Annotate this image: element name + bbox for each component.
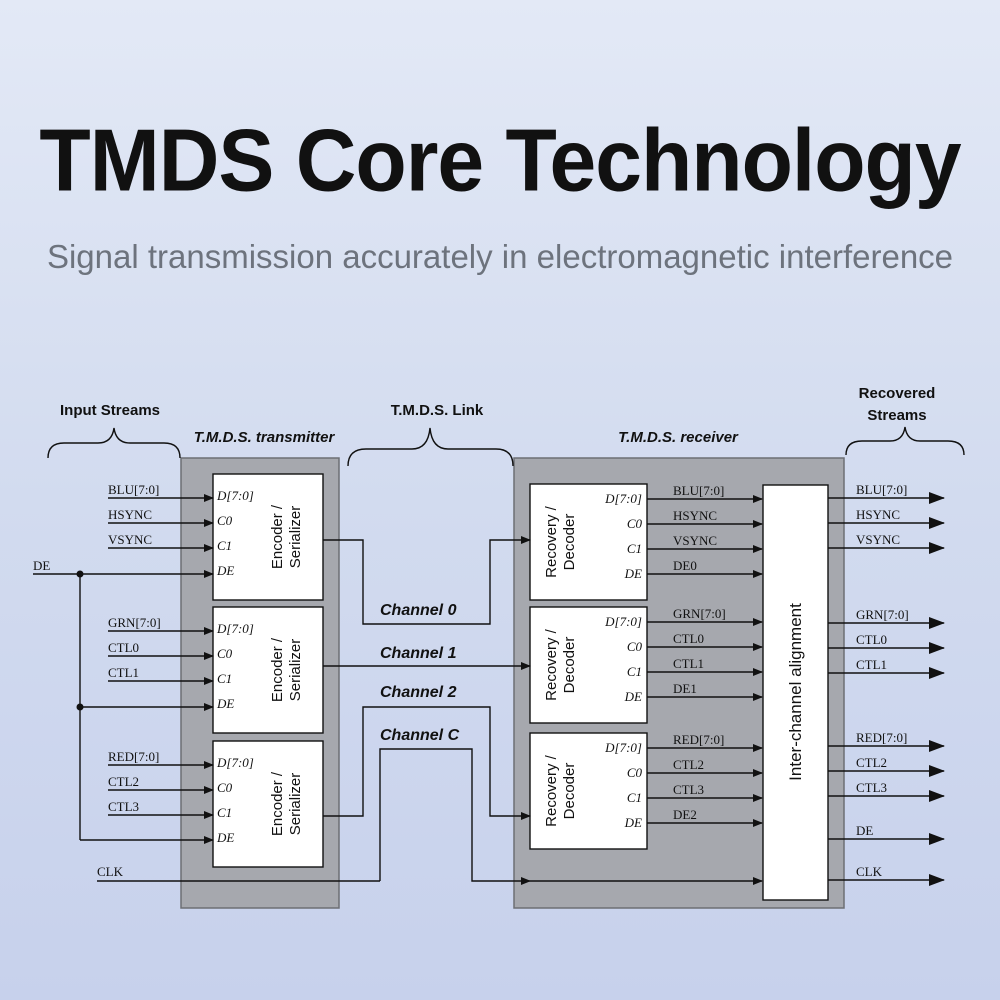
decoder-output-label: GRN[7:0] [673,606,726,621]
encoder-port-label: C1 [217,671,232,686]
channel-0-line [323,536,531,625]
recovered-stream-label: HSYNC [856,507,900,522]
de-input-label: DE [33,558,50,573]
decoder-port-label: C1 [627,664,642,679]
recovered-stream-label: DE [856,823,873,838]
page-title: TMDS Core Technology [39,110,961,210]
decoder-output-label: CTL3 [673,782,704,797]
encoder-port-label: C0 [217,646,233,661]
decoder-port-label: DE [624,689,642,704]
decoder-port-label: C0 [627,765,643,780]
decoder-block-0 [529,483,648,601]
input-stream-label: VSYNC [108,532,152,547]
encoder-label-line2: Serializer [287,639,304,702]
decoder-output-label: CTL2 [673,757,704,772]
input-stream-label: GRN[7:0] [108,615,161,630]
encoder-port-label: C0 [217,513,233,528]
decoder-port-label: D[7:0] [604,491,642,506]
input-stream-label: CTL1 [108,665,139,680]
channel-0-label: Channel 0 [380,602,457,619]
input-streams-label: Input Streams [60,402,160,419]
decoder-label-line2: Decoder [561,514,578,571]
encoder-port-label: C0 [217,780,233,795]
recovered-stream-label: CTL1 [856,657,887,672]
decoder-output-label: DE0 [673,558,697,573]
encoder-port-label: D[7:0] [216,755,254,770]
decoder-port-label: D[7:0] [604,614,642,629]
recovered-stream-label: CTL3 [856,780,887,795]
input-stream-label: CTL2 [108,774,139,789]
recovered-streams-brace [845,426,965,456]
input-streams-brace [47,427,181,459]
decoder-output-label: CTL0 [673,631,704,646]
decoder-port-label: DE [624,566,642,581]
input-stream-label: RED[7:0] [108,749,159,764]
decoder-output-label: DE2 [673,807,697,822]
encoder-block-0 [212,473,324,601]
decoder-output-label: HSYNC [673,508,717,523]
encoder-block-2 [212,740,324,868]
recovered-streams-label-line1: Recovered [859,385,936,402]
decoder-port-label: DE [624,815,642,830]
decoder-label-line1: Recovery / [543,505,560,578]
decoder-output-label: CTL1 [673,656,704,671]
clk-input-label: CLK [97,864,124,879]
encoder-label-line2: Serializer [287,773,304,836]
input-stream-label: BLU[7:0] [108,482,159,497]
encoder-label-line1: Encoder / [269,771,286,836]
encoder-block-1 [212,606,324,734]
encoder-port-label: DE [216,830,234,845]
clk-link-line [379,748,531,885]
recovered-stream-label: BLU[7:0] [856,482,907,497]
decoder-port-label: C1 [627,541,642,556]
input-stream-label: CTL0 [108,640,139,655]
tmds-link-brace [347,427,514,467]
de-junction-1 [76,570,84,578]
decoder-port-label: C1 [627,790,642,805]
inter-channel-alignment-block [762,484,829,901]
decoder-label-line1: Recovery / [543,754,560,827]
decoder-block-2 [529,732,648,850]
alignment-label: Inter-channel alignment [786,603,805,781]
input-stream-label: HSYNC [108,507,152,522]
recovered-streams-label-line2: Streams [867,407,926,424]
receiver-label: T.M.D.S. receiver [618,429,739,446]
decoder-block-1 [529,606,648,724]
recovered-stream-label: CTL0 [856,632,887,647]
encoder-port-label: C1 [217,538,232,553]
encoder-port-label: DE [216,696,234,711]
encoder-port-label: C1 [217,805,232,820]
channel-1-label: Channel 1 [380,645,457,662]
decoder-label-line2: Decoder [561,637,578,694]
channel-2-label: Channel 2 [380,684,457,701]
decoder-port-label: D[7:0] [604,740,642,755]
encoder-label-line1: Encoder / [269,637,286,702]
decoder-output-label: BLU[7:0] [673,483,724,498]
transmitter-label: T.M.D.S. transmitter [194,429,336,446]
encoder-label-line2: Serializer [287,506,304,569]
recovered-stream-label: GRN[7:0] [856,607,909,622]
decoder-label-line1: Recovery / [543,628,560,701]
decoder-label-line2: Decoder [561,763,578,820]
decoder-output-label: DE1 [673,681,697,696]
de-junction-2 [76,703,84,711]
input-stream-label: CTL3 [108,799,139,814]
recovered-stream-label: RED[7:0] [856,730,907,745]
recovered-stream-label: CTL2 [856,755,887,770]
recovered-stream-label: CLK [856,864,883,879]
tmds-link-label: T.M.D.S. Link [391,402,484,419]
decoder-port-label: C0 [627,516,643,531]
channel-c-label: Channel C [380,727,460,744]
recovered-stream-label: VSYNC [856,532,900,547]
encoder-port-label: D[7:0] [216,621,254,636]
decoder-output-label: VSYNC [673,533,717,548]
page-subtitle: Signal transmission accurately in electr… [46,238,954,275]
encoder-port-label: DE [216,563,234,578]
decoder-port-label: C0 [627,639,643,654]
encoder-port-label: D[7:0] [216,488,254,503]
channel-2-line [323,706,531,820]
encoder-label-line1: Encoder / [269,504,286,569]
decoder-output-label: RED[7:0] [673,732,724,747]
